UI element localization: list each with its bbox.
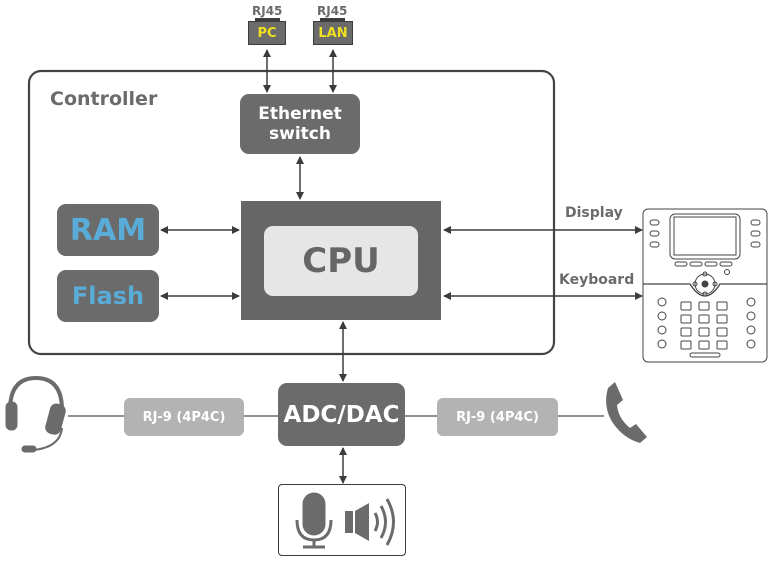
ram-block: RAM — [57, 204, 159, 256]
flash-block: Flash — [57, 270, 159, 322]
ethernet-switch-line1: Ethernet — [258, 104, 342, 124]
cpu-label: CPU — [264, 226, 418, 296]
controller-frame — [27, 69, 556, 356]
handset-connector: RJ-9 (4P4C) — [437, 398, 558, 436]
ethernet-switch-line2: switch — [269, 124, 331, 144]
controller-title: Controller — [50, 88, 158, 110]
ethernet-switch: Ethernet switch — [240, 94, 360, 154]
cpu-block: CPU — [241, 201, 441, 320]
keyboard-label: Keyboard — [559, 272, 635, 288]
lan-port-type: RJ45 — [317, 4, 348, 18]
codec-block: ADC/DAC — [278, 383, 405, 446]
lan-port-tab — [320, 18, 345, 22]
pc-port-tab — [255, 18, 280, 22]
lan-port: LAN — [313, 21, 353, 45]
headset-connector: RJ-9 (4P4C) — [124, 398, 244, 436]
display-label: Display — [565, 205, 623, 221]
pc-port-type: RJ45 — [252, 4, 283, 18]
pc-port: PC — [248, 21, 286, 45]
